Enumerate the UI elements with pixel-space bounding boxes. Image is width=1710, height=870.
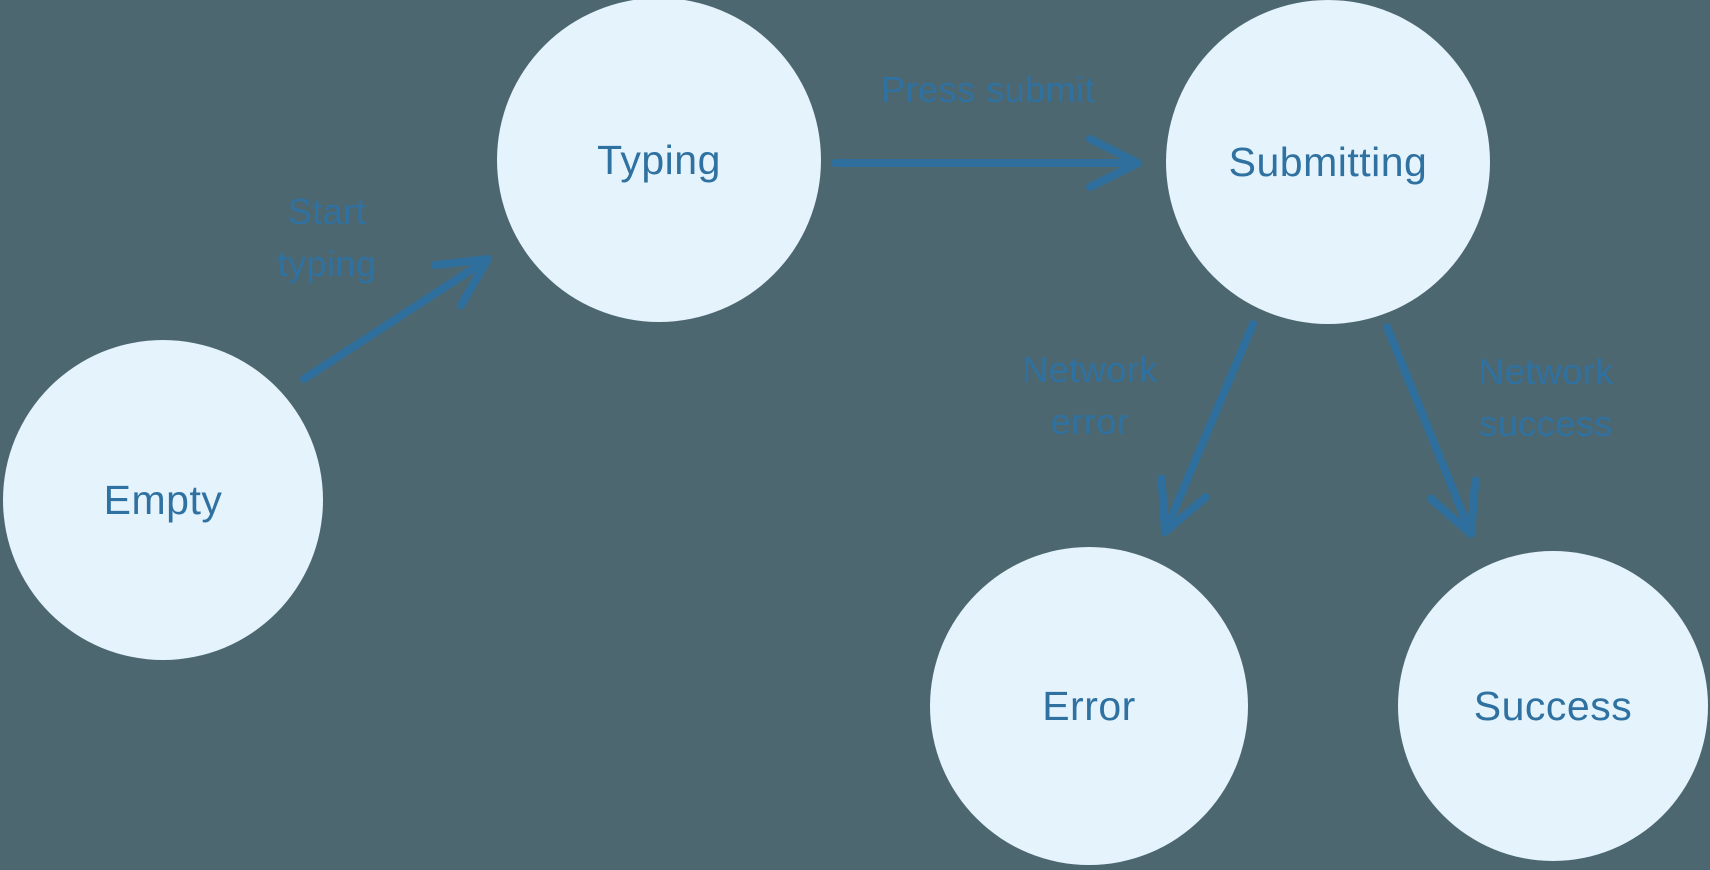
node-empty: Empty [3, 340, 323, 660]
node-error: Error [930, 547, 1248, 865]
edge-label-start-typing-line2: typing [277, 243, 377, 284]
edge-label-start-typing: Start typing [217, 186, 437, 290]
node-success: Success [1398, 551, 1708, 861]
edge-label-network-success: Network success [1416, 346, 1676, 450]
edge-label-network-error: Network error [990, 344, 1190, 448]
edge-label-network-error-line1: Network [1022, 349, 1158, 390]
edge-label-press-submit: Press submit [828, 64, 1148, 116]
node-empty-label: Empty [103, 476, 223, 523]
edge-label-start-typing-line1: Start [287, 191, 367, 232]
node-typing-label: Typing [597, 136, 721, 183]
node-submitting: Submitting [1166, 0, 1490, 324]
node-typing: Typing [497, 0, 821, 322]
edge-label-press-submit-line1: Press submit [880, 69, 1096, 110]
node-success-label: Success [1473, 682, 1633, 729]
node-error-label: Error [1042, 682, 1136, 729]
edge-label-network-error-line2: error [1050, 401, 1130, 442]
node-submitting-label: Submitting [1228, 138, 1428, 185]
edge-label-network-success-line1: Network [1478, 351, 1614, 392]
edge-label-network-success-line2: success [1479, 403, 1613, 444]
